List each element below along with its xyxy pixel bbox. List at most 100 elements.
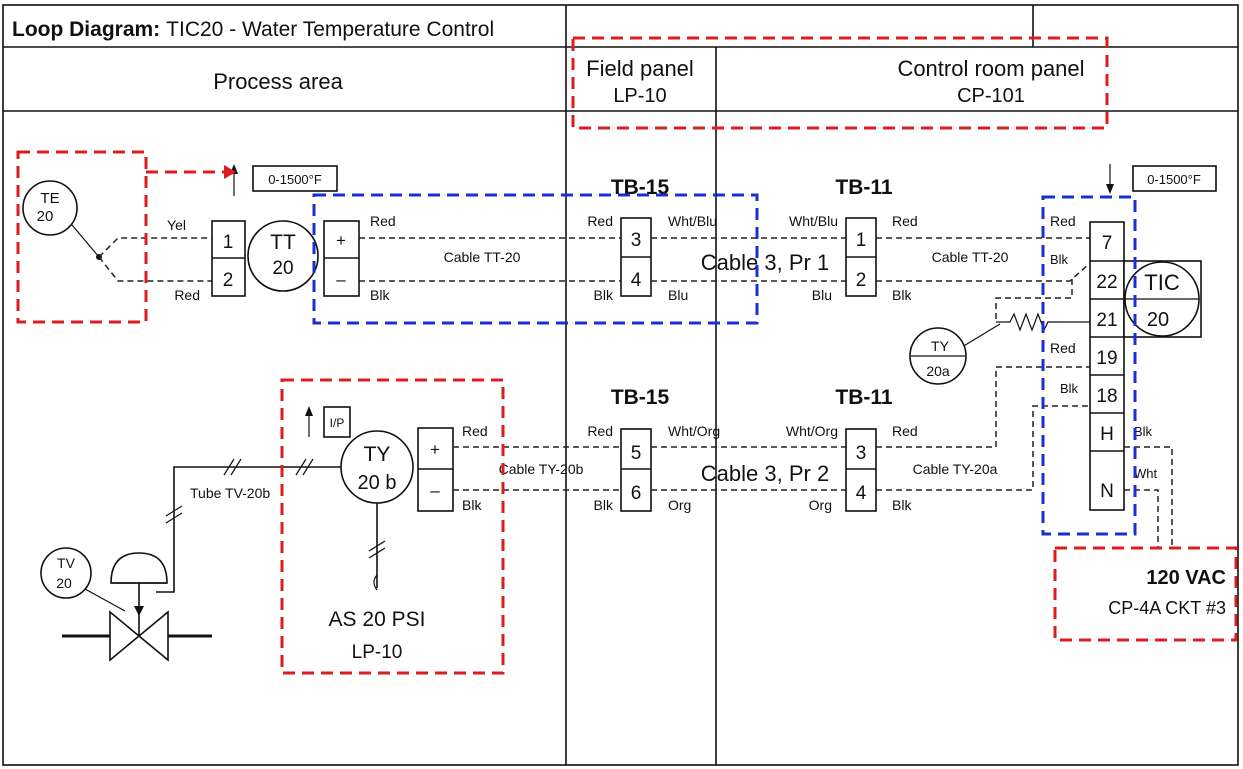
wire-tic-blk18: Blk <box>1060 381 1079 396</box>
ty-20a-bubble: TY 20a <box>909 327 967 385</box>
wire-tb15t-whtblu: Wht/Blu <box>668 213 717 229</box>
svg-text:5: 5 <box>631 443 642 464</box>
svg-text:+: + <box>336 231 346 250</box>
wire-tic-red7: Red <box>1050 213 1076 229</box>
power-line2: CP-4A CKT #3 <box>1108 598 1226 618</box>
svg-text:6: 6 <box>631 483 642 504</box>
svg-text:3: 3 <box>856 443 867 464</box>
wire-tb15b-red: Red <box>587 423 613 439</box>
header-control-room-panel-id: CP-101 <box>957 85 1025 107</box>
header-process-area: Process area <box>213 69 343 94</box>
header-field-panel: Field panel <box>586 56 694 81</box>
te-20-bubble: TE 20 <box>22 180 102 260</box>
svg-text:18: 18 <box>1096 386 1117 407</box>
wire-tb11t-blu: Blu <box>812 287 832 303</box>
svg-text:21: 21 <box>1096 310 1117 331</box>
cable-tt20-ctrl: Cable TT-20 <box>932 249 1009 265</box>
header-control-room-panel: Control room panel <box>897 56 1084 81</box>
highlight-red-panels <box>571 36 1109 130</box>
svg-text:–: – <box>430 481 440 500</box>
svg-text:20: 20 <box>56 575 72 591</box>
wire-tb11b-red: Red <box>892 423 918 439</box>
svg-text:1: 1 <box>856 230 867 251</box>
svg-text:2: 2 <box>223 270 234 291</box>
svg-text:1: 1 <box>223 232 234 253</box>
wire-tt-red: Red <box>370 213 396 229</box>
air-supply-line <box>368 503 386 591</box>
wire-tb11t-whtblu: Wht/Blu <box>789 213 838 229</box>
wire-tt-blk: Blk <box>370 287 390 303</box>
power-line1: 120 VAC <box>1146 567 1226 589</box>
wire-tb15b-whtorg: Wht/Org <box>668 423 720 439</box>
title-rest: TIC20 - Water Temperature Control <box>166 18 494 41</box>
tb11-top-label: TB-11 <box>835 176 893 199</box>
tube-label: Tube TV-20b <box>190 485 270 501</box>
cable-ty20b: Cable TY-20b <box>499 461 584 477</box>
svg-text:N: N <box>1100 481 1114 502</box>
svg-text:I/P: I/P <box>330 416 345 430</box>
frame <box>2 4 1239 766</box>
svg-text:22: 22 <box>1096 272 1117 293</box>
svg-text:TV: TV <box>57 555 76 571</box>
wire-tb15t-red: Red <box>587 213 613 229</box>
tb15-top-terminals: 3 4 <box>620 217 652 297</box>
te-num: 20 <box>37 208 54 225</box>
ty-20b-bubble: TY 20 b <box>340 430 414 504</box>
tb15-top-label: TB-15 <box>611 176 670 199</box>
resistor-ty20a <box>961 279 1090 348</box>
svg-text:0-1500°F: 0-1500°F <box>268 172 322 187</box>
svg-text:TIC: TIC <box>1144 270 1180 295</box>
svg-text:4: 4 <box>631 270 642 291</box>
tb11-bottom-terminals: 3 4 <box>845 428 877 512</box>
tic-20-bubble: TIC 20 <box>1123 260 1202 338</box>
svg-text:H: H <box>1100 424 1114 445</box>
cable-pair2: Cable 3, Pr 2 <box>701 461 829 486</box>
wire-ty-blk: Blk <box>462 497 482 513</box>
svg-text:20a: 20a <box>926 363 950 379</box>
cable-ty20a: Cable TY-20a <box>913 461 998 477</box>
ip-box: I/P <box>305 406 351 438</box>
cable-pair1: Cable 3, Pr 1 <box>701 250 829 275</box>
svg-text:4: 4 <box>856 483 867 504</box>
tt-range-box: 0-1500°F <box>230 164 338 196</box>
wire-h-blk: Blk <box>1134 424 1153 439</box>
wire-tb11b-org: Org <box>809 497 832 513</box>
svg-text:20: 20 <box>1147 309 1169 331</box>
wire-tic-blk22: Blk <box>1050 252 1069 267</box>
header-field-panel-id: LP-10 <box>613 85 666 107</box>
svg-text:20: 20 <box>272 258 293 279</box>
tb11-top-terminals: 1 2 <box>845 217 877 297</box>
svg-text:TY: TY <box>931 338 950 354</box>
wire-tb11b-whtorg: Wht/Org <box>786 423 838 439</box>
wire-tic-red19: Red <box>1050 340 1076 356</box>
wire-tb15t-blk: Blk <box>594 287 614 303</box>
highlight-red-te <box>16 150 236 324</box>
air-supply-line1: AS 20 PSI <box>329 608 426 631</box>
ty-terminals: + – <box>417 427 454 512</box>
svg-text:–: – <box>336 270 346 289</box>
cable-tt20-field: Cable TT-20 <box>444 249 521 265</box>
svg-text:7: 7 <box>1102 233 1113 254</box>
wire-tb15t-blu: Blu <box>668 287 688 303</box>
svg-text:3: 3 <box>631 230 642 251</box>
svg-text:20 b: 20 b <box>358 472 397 494</box>
title-bold: Loop Diagram: <box>12 18 160 41</box>
wire-ty-red: Red <box>462 423 488 439</box>
wire-tb11t-red: Red <box>892 213 918 229</box>
tb15-bottom-label: TB-15 <box>611 386 670 409</box>
highlight-red-ty20b <box>280 378 505 675</box>
diagram-title: Loop Diagram: TIC20 - Water Temperature C… <box>12 18 494 41</box>
tt-terminals-out: + – <box>323 220 360 297</box>
wire-tb11t-blk: Blk <box>892 287 912 303</box>
tb15-bottom-terminals: 5 6 <box>620 428 652 512</box>
te-tag: TE <box>40 190 59 207</box>
control-valve-icon <box>62 552 212 662</box>
tt-20-bubble: TT 20 <box>247 220 319 292</box>
wire-tb15b-org: Org <box>668 497 691 513</box>
svg-text:19: 19 <box>1096 348 1117 369</box>
wire-tb11b-blk: Blk <box>892 497 912 513</box>
svg-text:2: 2 <box>856 270 867 291</box>
tb11-bottom-label: TB-11 <box>835 386 893 409</box>
highlight-blue-tic <box>1041 195 1137 536</box>
